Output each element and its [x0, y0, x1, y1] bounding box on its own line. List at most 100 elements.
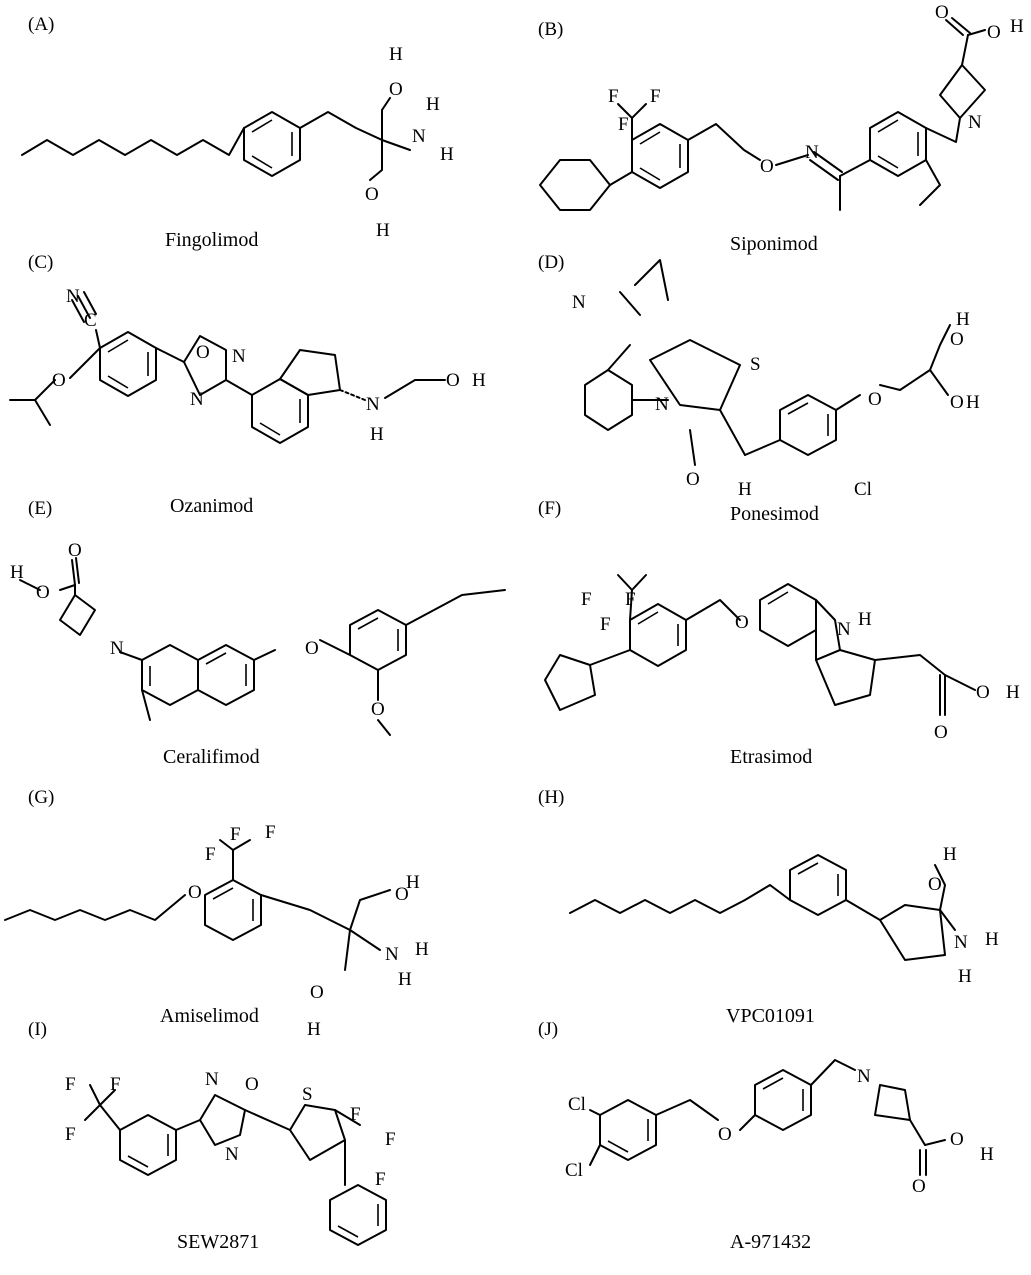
ceralifimod-structure: [19, 557, 506, 736]
panel-i: (I) F F F N O N S F F F SEW2871: [28, 1019, 396, 1253]
atom-n-i2: N: [225, 1144, 239, 1165]
atom-h-d3: H: [966, 392, 980, 413]
panel-h: (H) H O N H H VPC01091: [538, 787, 999, 1027]
atom-n-f: N: [837, 619, 851, 640]
compound-name-b: Siponimod: [730, 233, 818, 255]
atom-n-c4: N: [366, 394, 380, 415]
thiophene-ring: [289, 1104, 346, 1161]
atom-h-a1: H: [389, 44, 403, 65]
azetidine-ring-j: [874, 1084, 911, 1121]
atom-o-f2: O: [934, 722, 948, 743]
atom-n-c1: N: [66, 286, 80, 307]
cyclohexyl-ring: [539, 159, 611, 211]
sew2871-structure: [84, 1084, 387, 1246]
aryl-ring-e1: [197, 644, 255, 706]
atom-o-h: O: [928, 874, 942, 895]
atom-o-j3: O: [950, 1129, 964, 1150]
compound-name-a: Fingolimod: [165, 229, 258, 251]
atom-o-b2: O: [935, 2, 949, 23]
cyclopentane-ring-h: [879, 904, 946, 961]
atom-f-b3: F: [618, 114, 629, 135]
atom-f-i5: F: [385, 1129, 396, 1150]
atom-o-d1: O: [686, 469, 700, 490]
atom-h-g4: H: [307, 1019, 321, 1040]
panel-label-a: (A): [28, 14, 54, 35]
atom-f-i6: F: [375, 1169, 386, 1190]
atom-o-c1: O: [52, 370, 66, 391]
compound-name-h: VPC01091: [726, 1005, 815, 1027]
siponimod-structure: [539, 17, 986, 211]
compound-name-g: Amiselimod: [160, 1005, 259, 1027]
ponesimod-structure: [584, 259, 951, 466]
atom-n-d1: N: [572, 292, 586, 313]
panel-label-j: (J): [538, 1019, 558, 1040]
atom-f-b1: F: [608, 86, 619, 107]
panel-g: (G) F F F O O H N H H O H Amiselimod: [4, 787, 429, 1040]
atom-s-d: S: [750, 354, 761, 375]
compound-name-j: A-971432: [730, 1231, 811, 1253]
cyclopentene-ring-f: [815, 649, 876, 706]
atom-h-h2: H: [985, 929, 999, 950]
atom-f-i1: F: [65, 1074, 76, 1095]
panel-d: (D) N S N O H Cl O O H O H Ponesimod: [538, 252, 980, 525]
atom-s-i: S: [302, 1084, 313, 1105]
a-971432-structure: [589, 1059, 946, 1176]
atom-f-i4: F: [350, 1104, 361, 1125]
vpc01091-structure: [569, 854, 956, 961]
atom-n-c2: N: [232, 346, 246, 367]
compound-name-f: Etrasimod: [730, 746, 812, 768]
atom-o-a1: O: [389, 79, 403, 100]
atom-h-a4: H: [376, 220, 390, 241]
azetidine-ring-e: [59, 594, 96, 636]
benzene-ring: [243, 111, 301, 177]
atom-o-c3: O: [446, 370, 460, 391]
panel-a: (A) H O H N H O H Fingolimod: [21, 14, 454, 251]
atom-cl-j1: Cl: [568, 1094, 586, 1115]
atom-h-d2: H: [956, 309, 970, 330]
aryl-ring-i1: [119, 1114, 177, 1176]
atom-o-e3: O: [305, 638, 319, 659]
indole-benzo-ring: [759, 583, 817, 647]
oxadiazole-ring: [183, 335, 227, 396]
atom-n-j: N: [857, 1066, 871, 1087]
panel-f: (F) F F F O N H O O H Etrasimod: [538, 498, 1020, 768]
atom-o-d3: O: [950, 329, 964, 350]
amiselimod-structure: [4, 839, 391, 971]
atom-o-g2: O: [395, 884, 409, 905]
atom-h-g3: H: [398, 969, 412, 990]
atom-o-g1: O: [188, 882, 202, 903]
cyclopentyl-ring: [544, 654, 596, 711]
atom-n-c3: N: [190, 389, 204, 410]
atom-f-g2: F: [265, 822, 276, 843]
atom-o-f1: O: [735, 612, 749, 633]
atom-n-a: N: [412, 126, 426, 147]
atom-h-h1: H: [943, 844, 957, 865]
atom-h-d1: H: [738, 479, 752, 500]
panel-label-d: (D): [538, 252, 564, 273]
panel-label-h: (H): [538, 787, 564, 808]
atom-o-c2: O: [196, 342, 210, 363]
panel-j: (J) Cl Cl O N O O H A-971432: [538, 1019, 994, 1253]
atom-f-g1: F: [230, 824, 241, 845]
panel-e: (E) H O O N O O: [10, 498, 506, 768]
atom-h-h3: H: [958, 966, 972, 987]
atom-o-e1: O: [36, 582, 50, 603]
cyclopentane-ring-c: [279, 349, 341, 396]
atom-o-e4: O: [371, 699, 385, 720]
atom-o-b3: O: [987, 22, 1001, 43]
aryl-ring-c1: [99, 331, 157, 397]
atom-h-f1: H: [858, 609, 872, 630]
atom-h-a3: H: [440, 144, 454, 165]
atom-h-g2: H: [415, 939, 429, 960]
atom-o-b1: O: [760, 156, 774, 177]
atom-h-a2: H: [426, 94, 440, 115]
atom-o-a2: O: [365, 184, 379, 205]
atom-o-g3: O: [310, 982, 324, 1003]
atom-o-e2: O: [68, 540, 82, 561]
atom-o-d4: O: [950, 392, 964, 413]
atom-f-g3: F: [205, 844, 216, 865]
atom-c-c1: C: [84, 310, 97, 331]
atom-n-b2: N: [968, 112, 982, 133]
